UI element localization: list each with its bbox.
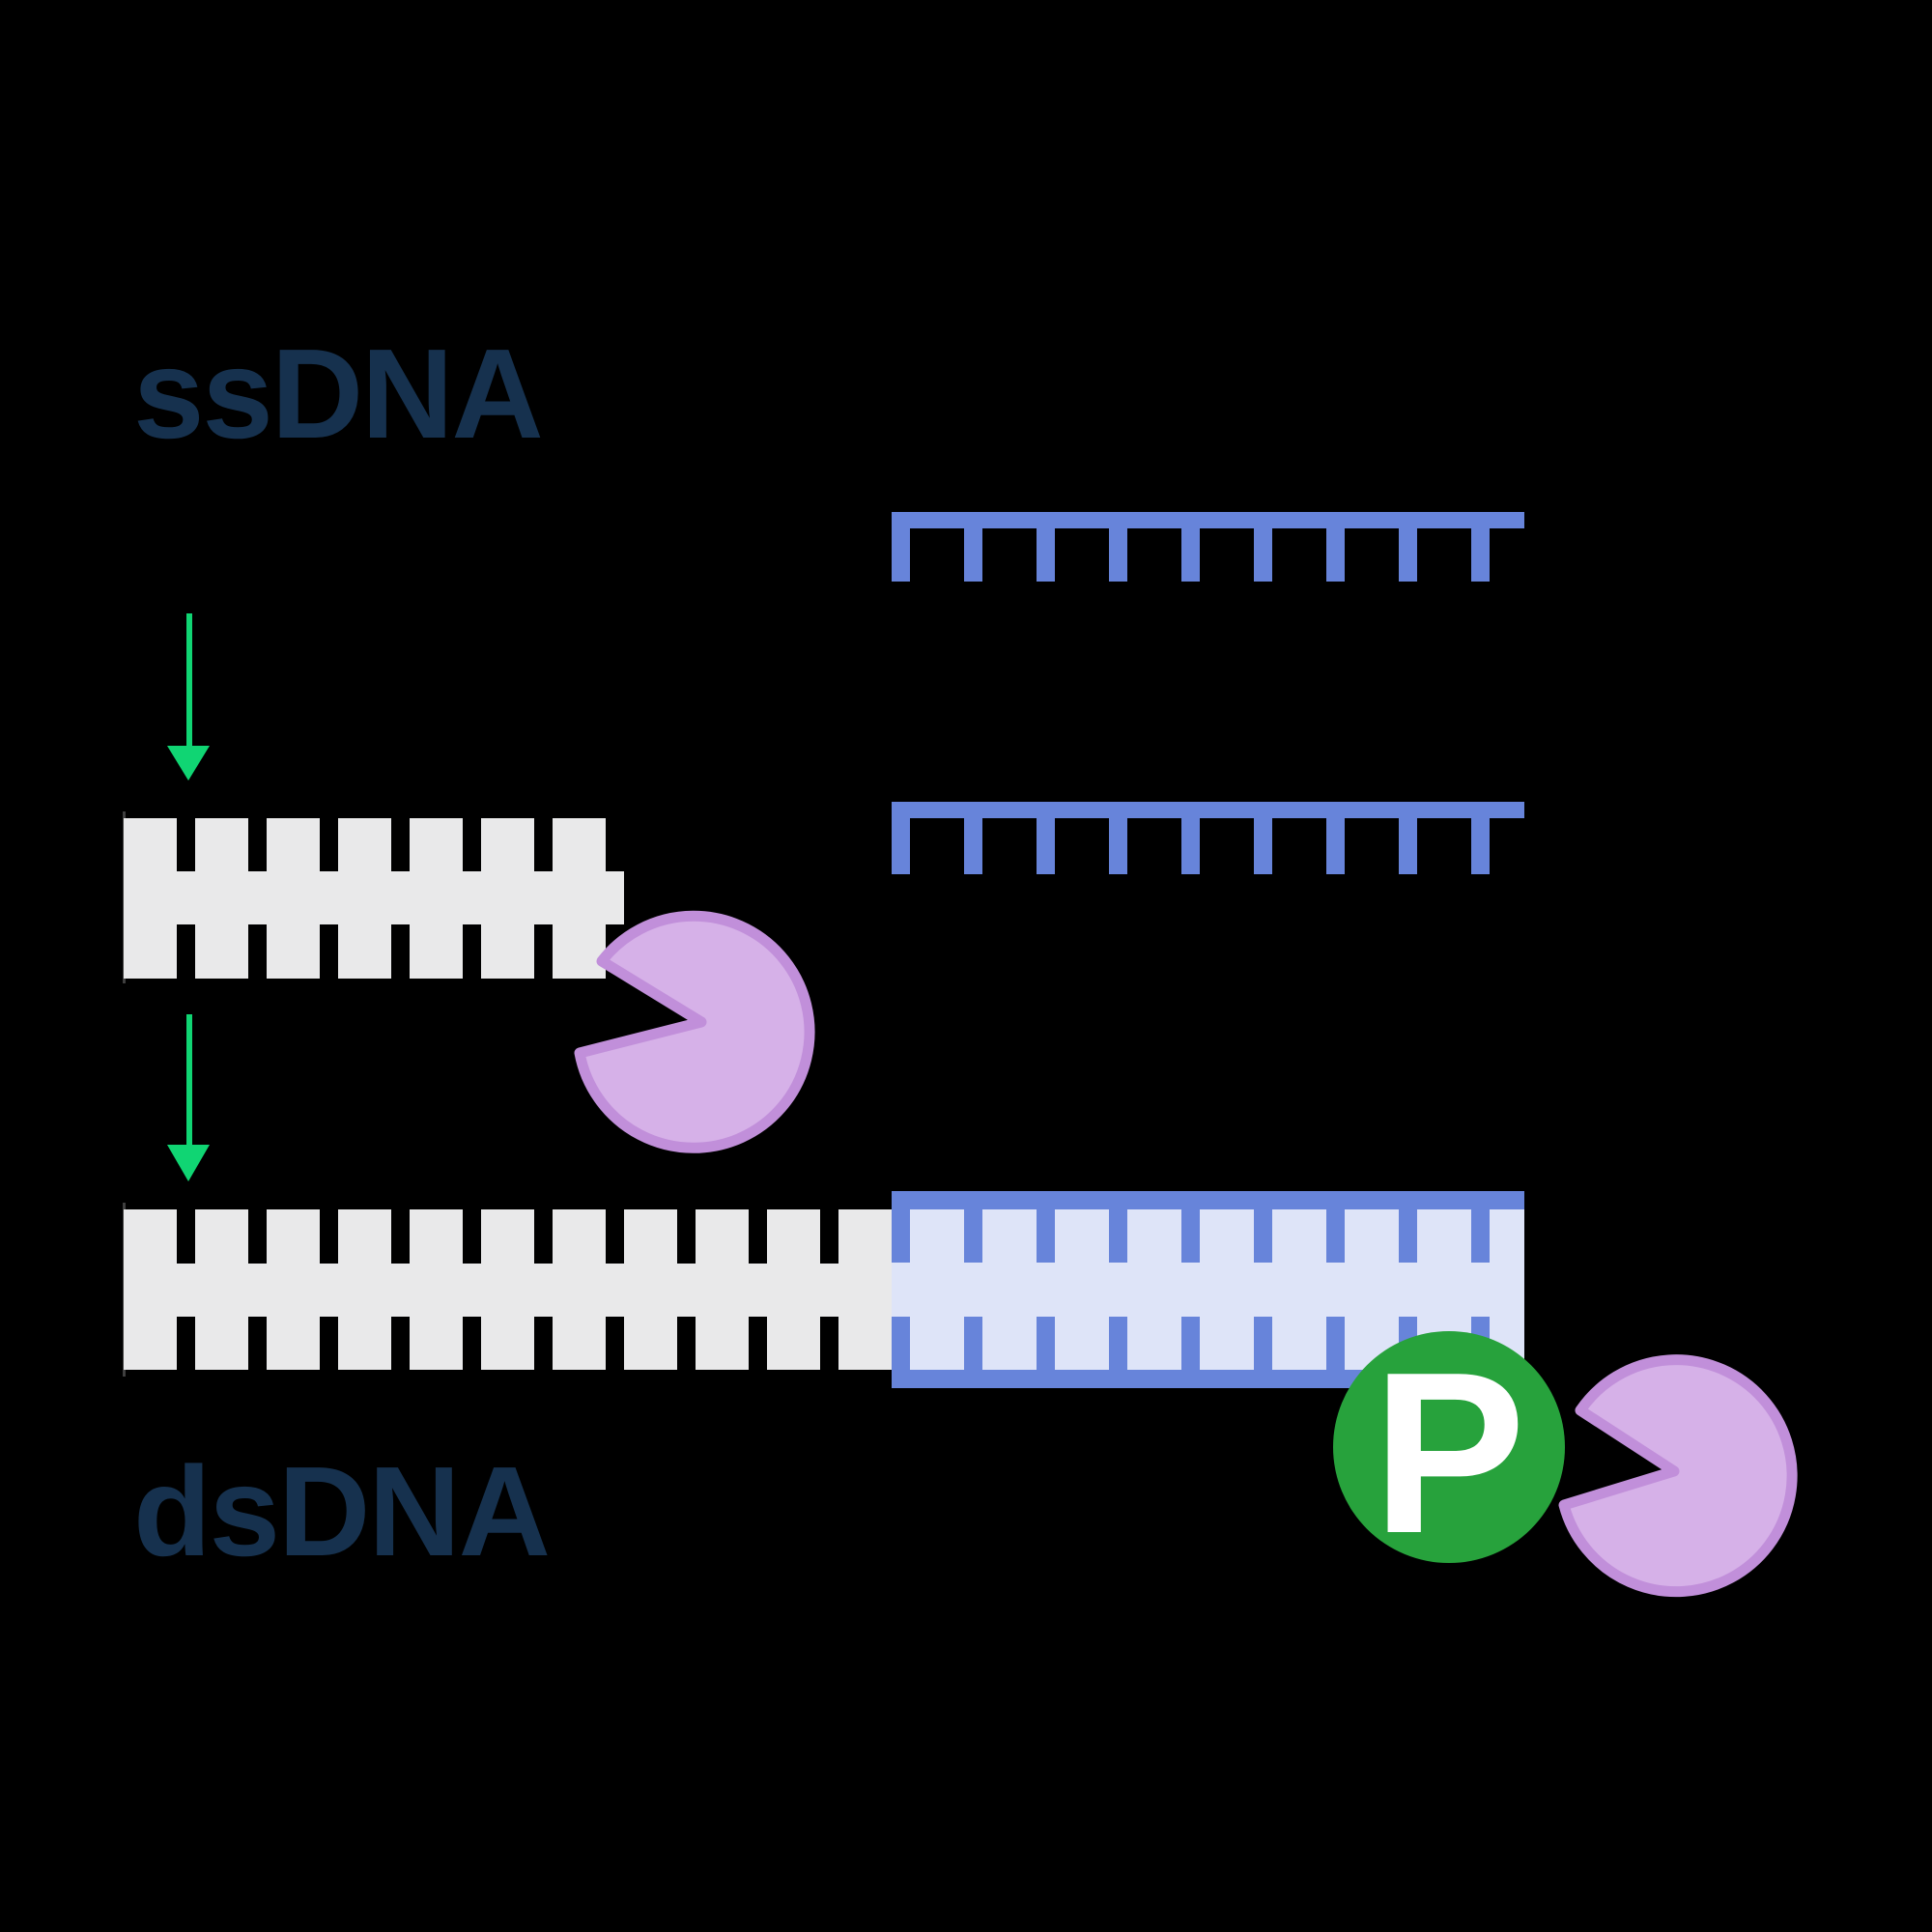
gray-teeth-down [124,1317,892,1370]
template-strand-middle [892,802,1524,874]
arrow-shaft [186,613,192,746]
template-strand-top [892,512,1524,582]
dsdna-label: dsDNA [133,1440,549,1582]
exonuclease-pacman-icon-2 [1558,1354,1798,1598]
gray-teeth-up [124,1209,892,1264]
step-arrow-2 [167,1014,210,1181]
arrow-shaft [186,1014,192,1145]
strand-teeth [892,818,1524,874]
gray-ssdna-fragment [123,811,624,983]
dsdna-duplex [123,1191,1524,1388]
gray-band [124,1264,892,1317]
strand-backbone [892,802,1524,818]
polymerase-badge: P [1333,1325,1565,1581]
strand-band [124,871,624,924]
ssdna-label: ssDNA [133,323,542,465]
blue-backbone-top [892,1191,1524,1209]
strand-teeth-down [124,924,624,979]
arrow-head-icon [167,746,210,781]
blue-teeth-down [892,1209,1524,1263]
strand-teeth-up [124,818,624,871]
strand-backbone [892,512,1524,528]
polymerase-circle-icon [1333,1331,1565,1563]
strand-teeth [892,528,1524,582]
polymerase-letter: P [1373,1325,1526,1581]
step-arrow-1 [167,613,210,781]
arrow-head-icon [167,1145,210,1181]
exonuclease-pacman-icon-1 [574,910,815,1153]
